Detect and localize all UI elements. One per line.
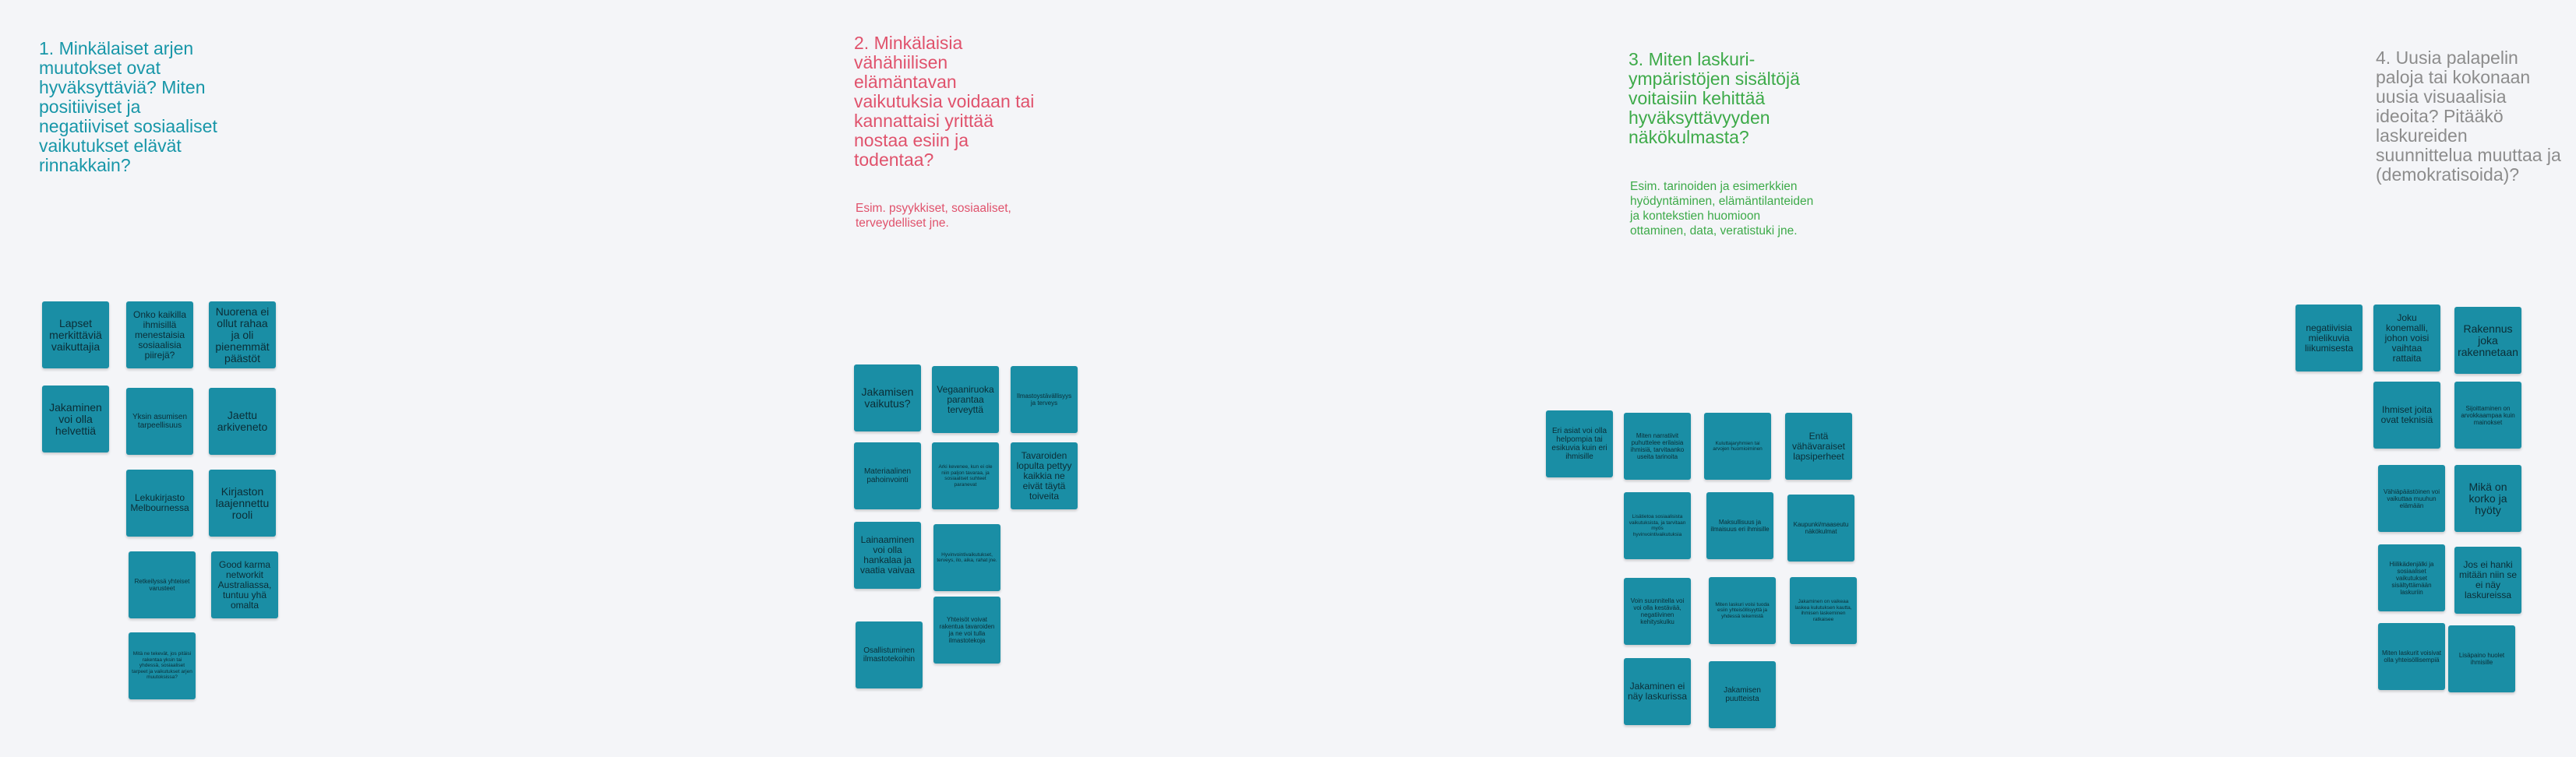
sticky-note[interactable]: Lisäpaino huolet ihmisille bbox=[2448, 625, 2515, 692]
sticky-note[interactable]: Kuluttajaryhmien tai arvojen huomioimine… bbox=[1704, 413, 1771, 480]
sticky-note[interactable]: Retkeilyssä yhteiset varusteet bbox=[129, 551, 196, 618]
sticky-note[interactable]: Jos ei hanki mitään niin se ei näy lasku… bbox=[2454, 547, 2521, 614]
sticky-note[interactable]: Eri asiat voi olla helpompia tai esikuvi… bbox=[1546, 410, 1613, 477]
sticky-note[interactable]: Kirjaston laajennettu rooli bbox=[209, 470, 276, 537]
sticky-note[interactable]: Nuorena ei ollut rahaa ja oli pienemmät … bbox=[209, 301, 276, 368]
column-1-heading: 1. Minkälaiset arjen muutokset ovat hyvä… bbox=[39, 38, 217, 175]
sticky-note[interactable]: Materiaalinen pahoinvointi bbox=[854, 442, 921, 509]
sticky-note[interactable]: Lapset merkittäviä vaikuttajia bbox=[42, 301, 109, 368]
sticky-note[interactable]: Jakamisen vaikutus? bbox=[854, 364, 921, 431]
sticky-note[interactable]: Kaupunki/maaseutu näkökulmat bbox=[1787, 495, 1854, 562]
sticky-note[interactable]: Onko kaikilla ihmisillä menestaisia sosi… bbox=[126, 301, 193, 368]
sticky-note[interactable]: Vegaaniruoka parantaa terveyttä bbox=[932, 366, 999, 433]
sticky-note[interactable]: Jakaminen ei näy laskurissa bbox=[1624, 658, 1691, 725]
column-3-subtitle: Esim. tarinoiden ja esimerkkien hyödyntä… bbox=[1630, 180, 1814, 238]
sticky-note[interactable]: Arki kevenee, kun ei ole niin paljon tav… bbox=[932, 442, 999, 509]
sticky-note[interactable]: Miten narratiivit puhuttelee erilaisia i… bbox=[1624, 413, 1691, 480]
sticky-note[interactable]: Jakaminen on vaikeaa laskea kulutuksen k… bbox=[1790, 577, 1857, 644]
sticky-note[interactable]: Osallistuminen ilmastotekoihin bbox=[856, 621, 923, 688]
sticky-note[interactable]: Mikä on korko ja hyöty bbox=[2454, 465, 2521, 532]
sticky-note[interactable]: Voin suunnitella voi voi olla kestävää, … bbox=[1624, 578, 1691, 645]
sticky-note[interactable]: negatiivisia mielikuvia liikumisesta bbox=[2295, 305, 2363, 371]
sticky-note[interactable]: Lainaaminen voi olla hankalaa ja vaatia … bbox=[854, 522, 921, 589]
sticky-note[interactable]: Lekukirjasto Melbournessa bbox=[126, 470, 193, 537]
column-2-heading: 2. Minkälaisia vähähiilisen elämäntavan … bbox=[854, 33, 1035, 170]
sticky-note[interactable]: Mitä ne tekevät, jos pitäisi rakentaa yk… bbox=[129, 632, 196, 699]
sticky-note[interactable]: Yhteisöt voivat rakentua tavaroiden ja n… bbox=[933, 597, 1000, 664]
sticky-note[interactable]: Vähiäpäästöinen voi vaikuttaa muuhun elä… bbox=[2378, 465, 2445, 532]
sticky-note[interactable]: Ihmiset joita ovat teknisiä bbox=[2373, 382, 2440, 449]
column-4-heading: 4. Uusia palapelin paloja tai kokonaan u… bbox=[2376, 48, 2561, 185]
sticky-note[interactable]: Hyvinvointivaikutukset, terveys, ilo, ai… bbox=[933, 524, 1000, 591]
sticky-note[interactable]: Yksin asumisen tarpeellisuus bbox=[126, 388, 193, 455]
sticky-note[interactable]: Maksullisuus ja ilmaisuus eri ihmisille bbox=[1706, 492, 1773, 559]
sticky-note[interactable]: Miten laskurit voisivat olla yhteisöllis… bbox=[2378, 623, 2445, 690]
sticky-note[interactable]: Good karma networkit Australiassa, tuntu… bbox=[211, 551, 278, 618]
sticky-note[interactable]: Hiilikädenjälki ja sosiaaliset vaikutuks… bbox=[2378, 544, 2445, 611]
sticky-note[interactable]: Entä vähävaraiset lapsiperheet bbox=[1785, 413, 1852, 480]
sticky-note[interactable]: Sijoittaminen on arvokkaampaa kuin maino… bbox=[2454, 382, 2521, 449]
sticky-note[interactable]: Jakaminen voi olla helvettiä bbox=[42, 386, 109, 452]
column-3-heading: 3. Miten laskuri-ympäristöjen sisältöjä … bbox=[1629, 49, 1800, 147]
sticky-note[interactable]: Miten laskuri voisi tuoda esiin yhteisöl… bbox=[1709, 577, 1776, 644]
sticky-note[interactable]: Tavaroiden lopulta pettyy kaikkia ne eiv… bbox=[1011, 442, 1078, 509]
sticky-note[interactable]: Ilmastoystävällisyys ja terveys bbox=[1011, 366, 1078, 433]
sticky-note[interactable]: Rakennus joka rakennetaan bbox=[2454, 307, 2521, 374]
sticky-note[interactable]: Lisätietoa sosiaalisista vaikutuksista, … bbox=[1624, 492, 1691, 559]
sticky-note[interactable]: Jaettu arkiveneto bbox=[209, 388, 276, 455]
column-2-subtitle: Esim. psyykkiset, sosiaaliset, terveydel… bbox=[856, 202, 1011, 230]
sticky-note[interactable]: Joku konemalli, johon voisi vaihtaa ratt… bbox=[2373, 305, 2440, 371]
sticky-note[interactable]: Jakamisen puutteista bbox=[1709, 661, 1776, 728]
